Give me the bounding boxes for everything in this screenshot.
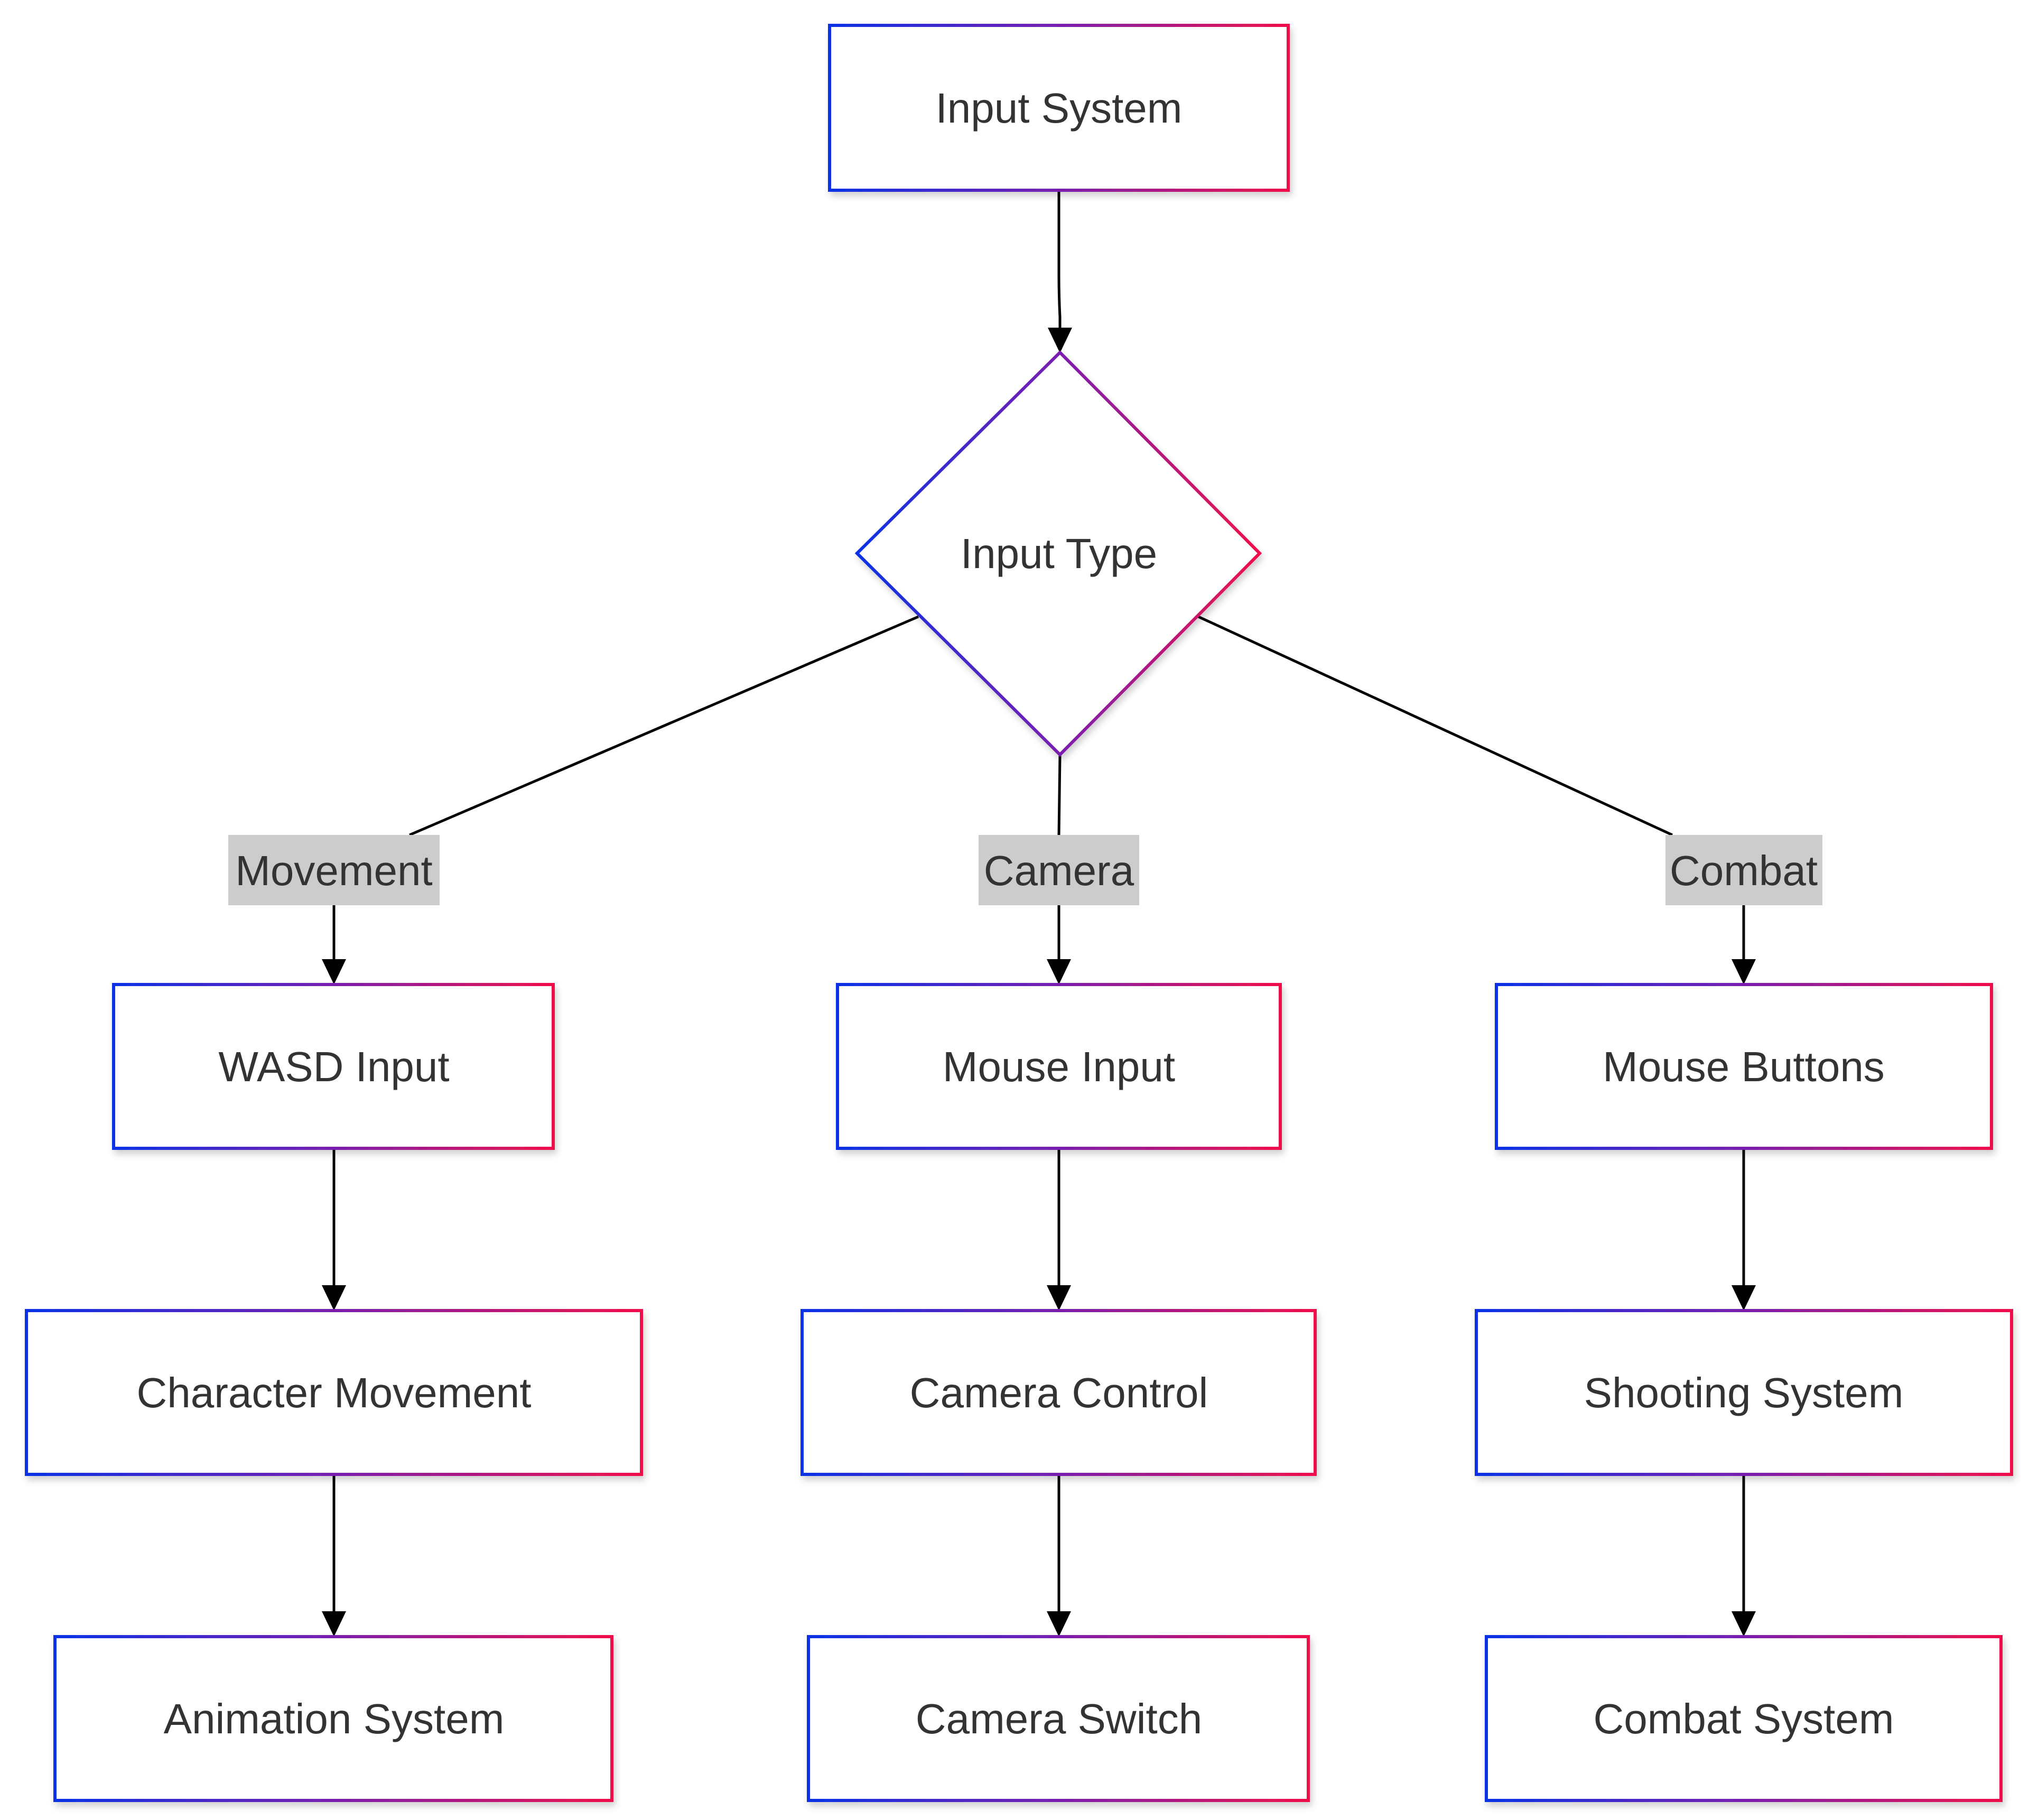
node-box bbox=[836, 983, 1282, 1150]
node-combat-system[interactable]: Combat System bbox=[1485, 1635, 2003, 1802]
arrowhead bbox=[1732, 1285, 1756, 1311]
node-box bbox=[53, 1635, 613, 1802]
node-mouse-input[interactable]: Mouse Input bbox=[836, 983, 1282, 1150]
node-label: Character Movement bbox=[137, 1369, 532, 1416]
node-box bbox=[112, 983, 555, 1150]
node-label: Mouse Buttons bbox=[1603, 1043, 1885, 1090]
node-box bbox=[1475, 1309, 2013, 1476]
node-box bbox=[25, 1309, 643, 1476]
node-box bbox=[828, 24, 1290, 192]
edge-label-movement: Movement bbox=[228, 835, 440, 905]
node-label: Shooting System bbox=[1584, 1369, 1904, 1416]
edge-label-background bbox=[228, 835, 440, 905]
node-input-system[interactable]: Input System bbox=[828, 24, 1290, 192]
edge-input-type-to-movement bbox=[409, 615, 919, 837]
edges bbox=[332, 191, 1745, 1611]
node-label: Animation System bbox=[164, 1695, 505, 1742]
edge-label-text: Camera bbox=[984, 847, 1134, 894]
edge-input-type-to-camera bbox=[1057, 755, 1062, 835]
node-camera-switch[interactable]: Camera Switch bbox=[807, 1635, 1310, 1802]
edge-input-system-to-input-type bbox=[1057, 191, 1062, 328]
node-label: Mouse Input bbox=[943, 1043, 1175, 1090]
decision-diamond bbox=[854, 350, 1262, 757]
node-box bbox=[807, 1635, 1310, 1802]
node-box bbox=[1485, 1635, 2003, 1802]
node-box bbox=[1495, 983, 1993, 1150]
arrowhead bbox=[1732, 959, 1756, 985]
node-box bbox=[801, 1309, 1317, 1476]
node-wasd-input[interactable]: WASD Input bbox=[112, 983, 555, 1150]
node-animation-system[interactable]: Animation System bbox=[53, 1635, 613, 1802]
arrowhead bbox=[322, 959, 346, 985]
node-input-type[interactable]: Input Type bbox=[854, 350, 1262, 757]
node-label: Combat System bbox=[1593, 1695, 1894, 1742]
node-camera-control[interactable]: Camera Control bbox=[801, 1309, 1317, 1476]
edge-label-text: Combat bbox=[1670, 847, 1818, 894]
node-mouse-buttons[interactable]: Mouse Buttons bbox=[1495, 983, 1993, 1150]
node-label: WASD Input bbox=[218, 1043, 449, 1090]
arrowheads bbox=[322, 328, 1756, 1637]
arrowhead bbox=[1732, 1611, 1756, 1637]
arrowhead bbox=[1048, 328, 1072, 353]
node-character-movement[interactable]: Character Movement bbox=[25, 1309, 643, 1476]
arrowhead bbox=[1047, 1611, 1071, 1637]
arrowhead bbox=[1047, 959, 1071, 985]
edge-label-text: Movement bbox=[235, 847, 432, 894]
node-label: Input Type bbox=[961, 530, 1157, 577]
node-shooting-system[interactable]: Shooting System bbox=[1475, 1309, 2013, 1476]
arrowhead bbox=[1047, 1285, 1071, 1311]
edge-label-background bbox=[979, 835, 1139, 905]
edge-input-type-to-combat bbox=[1197, 615, 1673, 837]
node-label: Camera Control bbox=[910, 1369, 1208, 1416]
edge-label-background bbox=[1665, 835, 1822, 905]
edge-label-combat: Combat bbox=[1665, 835, 1822, 905]
edge-label-camera: Camera bbox=[979, 835, 1139, 905]
node-label: Camera Switch bbox=[916, 1695, 1202, 1742]
arrowhead bbox=[322, 1611, 346, 1637]
arrowhead bbox=[322, 1285, 346, 1311]
node-label: Input System bbox=[936, 85, 1183, 132]
